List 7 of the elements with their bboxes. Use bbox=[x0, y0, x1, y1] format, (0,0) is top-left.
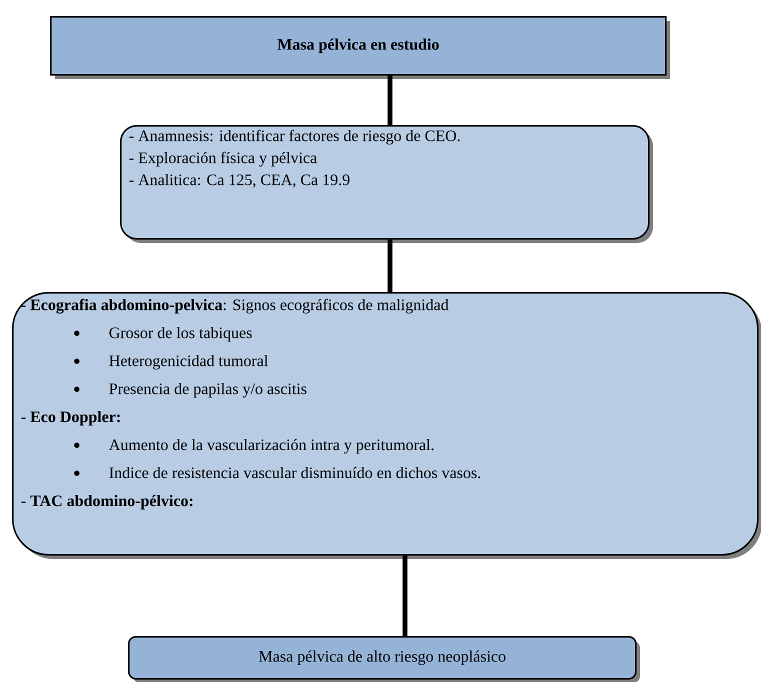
connector-line bbox=[388, 240, 392, 292]
title-box: Masa pélvica en estudio bbox=[50, 16, 670, 79]
connector-line bbox=[388, 76, 392, 125]
result-box: Masa pélvica de alto riesgo neoplásico bbox=[128, 636, 640, 682]
process-box: - Anamnesis: identificar factores de riesgo de CEO. - Exploración física y pélvica - Analitica: Ca 125, CEA, Ca 19.9 bbox=[120, 125, 653, 243]
process-box: - Ecografia abdomino-pelvica: Signos ecográficos de malignidad Grosor de los tabiques Heterogenicidad tumoral Presencia de papilas y/o ascitis - Eco Doppler: Aumento de la vascularización intra y peritumoral. Indice de resistencia vascular disminuído en dichos vasos. - TAC abdomino-pélvico: bbox=[12, 292, 761, 559]
connector-line bbox=[402, 556, 408, 636]
